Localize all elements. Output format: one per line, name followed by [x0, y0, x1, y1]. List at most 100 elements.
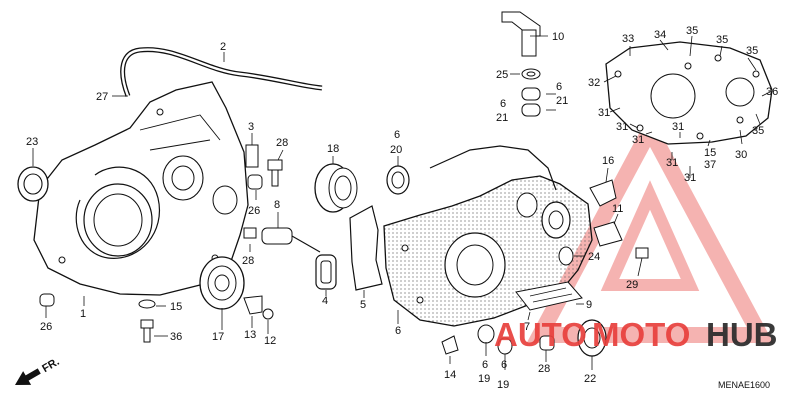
- watermark-moto: MOTO: [592, 316, 690, 353]
- dowel-26-left[interactable]: [39, 293, 55, 307]
- callout-19: 19: [497, 379, 509, 391]
- bush-6-21-lower[interactable]: [521, 103, 541, 117]
- plate-3[interactable]: [245, 144, 259, 168]
- callout-28: 28: [242, 255, 254, 267]
- callout-31: 31: [616, 121, 628, 133]
- callout-11: 11: [612, 203, 623, 215]
- callout-2: 2: [220, 41, 226, 53]
- callout-31: 31: [632, 134, 644, 146]
- callout-24: 24: [588, 251, 600, 263]
- front-direction-marker: FR.: [15, 356, 62, 385]
- gasket-5[interactable]: [349, 205, 383, 291]
- bolt-28-lower[interactable]: [539, 335, 555, 351]
- callout-34: 34: [654, 29, 666, 41]
- dowel-6-19-a[interactable]: [477, 324, 495, 344]
- callout-21: 21: [496, 112, 508, 124]
- watermark-hub: HUB: [706, 316, 778, 353]
- callout-9: 9: [586, 299, 592, 311]
- callout-31: 31: [672, 121, 684, 133]
- callout-4: 4: [322, 295, 328, 307]
- oil-seal-23[interactable]: [17, 166, 49, 202]
- callout-31: 31: [666, 157, 678, 169]
- bolt-29[interactable]: [635, 247, 649, 259]
- callout-16: 16: [602, 155, 614, 167]
- callout-labels: 1 2 27 23 26 15 36 3 28 26 8 28 17 13 12…: [26, 25, 778, 391]
- callout-12: 12: [264, 335, 276, 347]
- callout-21: 21: [556, 95, 568, 107]
- callout-6: 6: [556, 81, 562, 93]
- dowel-26-center[interactable]: [247, 174, 263, 190]
- callout-5: 5: [360, 299, 366, 311]
- callout-36: 36: [170, 331, 182, 343]
- clamp-13[interactable]: [243, 295, 263, 315]
- callout-20: 20: [390, 144, 402, 156]
- bearing-17[interactable]: [199, 256, 245, 310]
- dowel-24[interactable]: [558, 246, 574, 266]
- front-label: FR.: [40, 356, 61, 375]
- callout-15: 15: [704, 147, 716, 159]
- bolt-28-left[interactable]: [243, 227, 257, 239]
- callout-6: 6: [501, 359, 507, 371]
- callout-23: 23: [26, 136, 38, 148]
- breather-hose-inner: [121, 48, 323, 97]
- callout-28: 28: [276, 137, 288, 149]
- callout-1: 1: [80, 308, 86, 320]
- callout-35: 35: [716, 34, 728, 46]
- left-crankcase[interactable]: [33, 81, 249, 296]
- bracket-11[interactable]: [593, 221, 623, 247]
- callout-35: 35: [746, 45, 758, 57]
- leader-lines: [32, 35, 771, 370]
- callout-19: 19: [478, 373, 490, 385]
- callout-32: 32: [588, 77, 600, 89]
- callout-17: 17: [212, 331, 224, 343]
- callout-27: 27: [96, 91, 108, 103]
- washer-15[interactable]: [138, 299, 156, 309]
- callout-26: 26: [40, 321, 52, 333]
- callout-35: 35: [752, 125, 764, 137]
- watermark-auto: AUTO: [494, 316, 587, 353]
- callout-22: 22: [584, 373, 596, 385]
- breather-hose[interactable]: [120, 47, 323, 97]
- seal-22[interactable]: [577, 319, 607, 357]
- callout-6: 6: [394, 129, 400, 141]
- bolt-36[interactable]: [140, 319, 154, 343]
- callout-33: 33: [622, 33, 634, 45]
- callout-10: 10: [552, 31, 564, 43]
- callout-37: 37: [704, 159, 716, 171]
- sensor-8[interactable]: [261, 227, 321, 253]
- bush-6-21-upper[interactable]: [521, 87, 541, 101]
- bolt-28-upper[interactable]: [267, 159, 283, 187]
- arrow-left-icon: [15, 368, 41, 385]
- cover-plate-9[interactable]: [515, 281, 583, 311]
- callout-8: 8: [274, 199, 280, 211]
- callout-35: 35: [686, 25, 698, 37]
- gasket-4[interactable]: [315, 254, 337, 290]
- bracket-16[interactable]: [589, 179, 617, 207]
- callout-30: 30: [735, 149, 747, 161]
- bearing-18[interactable]: [314, 163, 358, 213]
- diagram-code: MENAE1600: [718, 380, 770, 390]
- callout-26: 26: [248, 205, 260, 217]
- clip-14[interactable]: [441, 335, 459, 355]
- bolt-12[interactable]: [262, 308, 274, 320]
- callout-25: 25: [496, 69, 508, 81]
- callout-18: 18: [327, 143, 339, 155]
- cover-gasket[interactable]: [605, 41, 773, 145]
- callout-6: 6: [395, 325, 401, 337]
- collar-25[interactable]: [521, 68, 541, 80]
- watermark-text: AUTO MOTO HUB: [494, 316, 778, 353]
- callout-14: 14: [444, 369, 456, 381]
- callout-28: 28: [538, 363, 550, 375]
- callout-7: 7: [524, 321, 530, 333]
- callout-6: 6: [500, 98, 506, 110]
- callout-15: 15: [170, 301, 182, 313]
- callout-31: 31: [598, 107, 610, 119]
- callout-29: 29: [626, 279, 638, 291]
- callout-13: 13: [244, 329, 256, 341]
- callout-31: 31: [684, 172, 696, 184]
- shift-arm-10[interactable]: [501, 11, 541, 57]
- seal-20[interactable]: [386, 165, 410, 195]
- callout-36: 36: [766, 86, 778, 98]
- callout-3: 3: [248, 121, 254, 133]
